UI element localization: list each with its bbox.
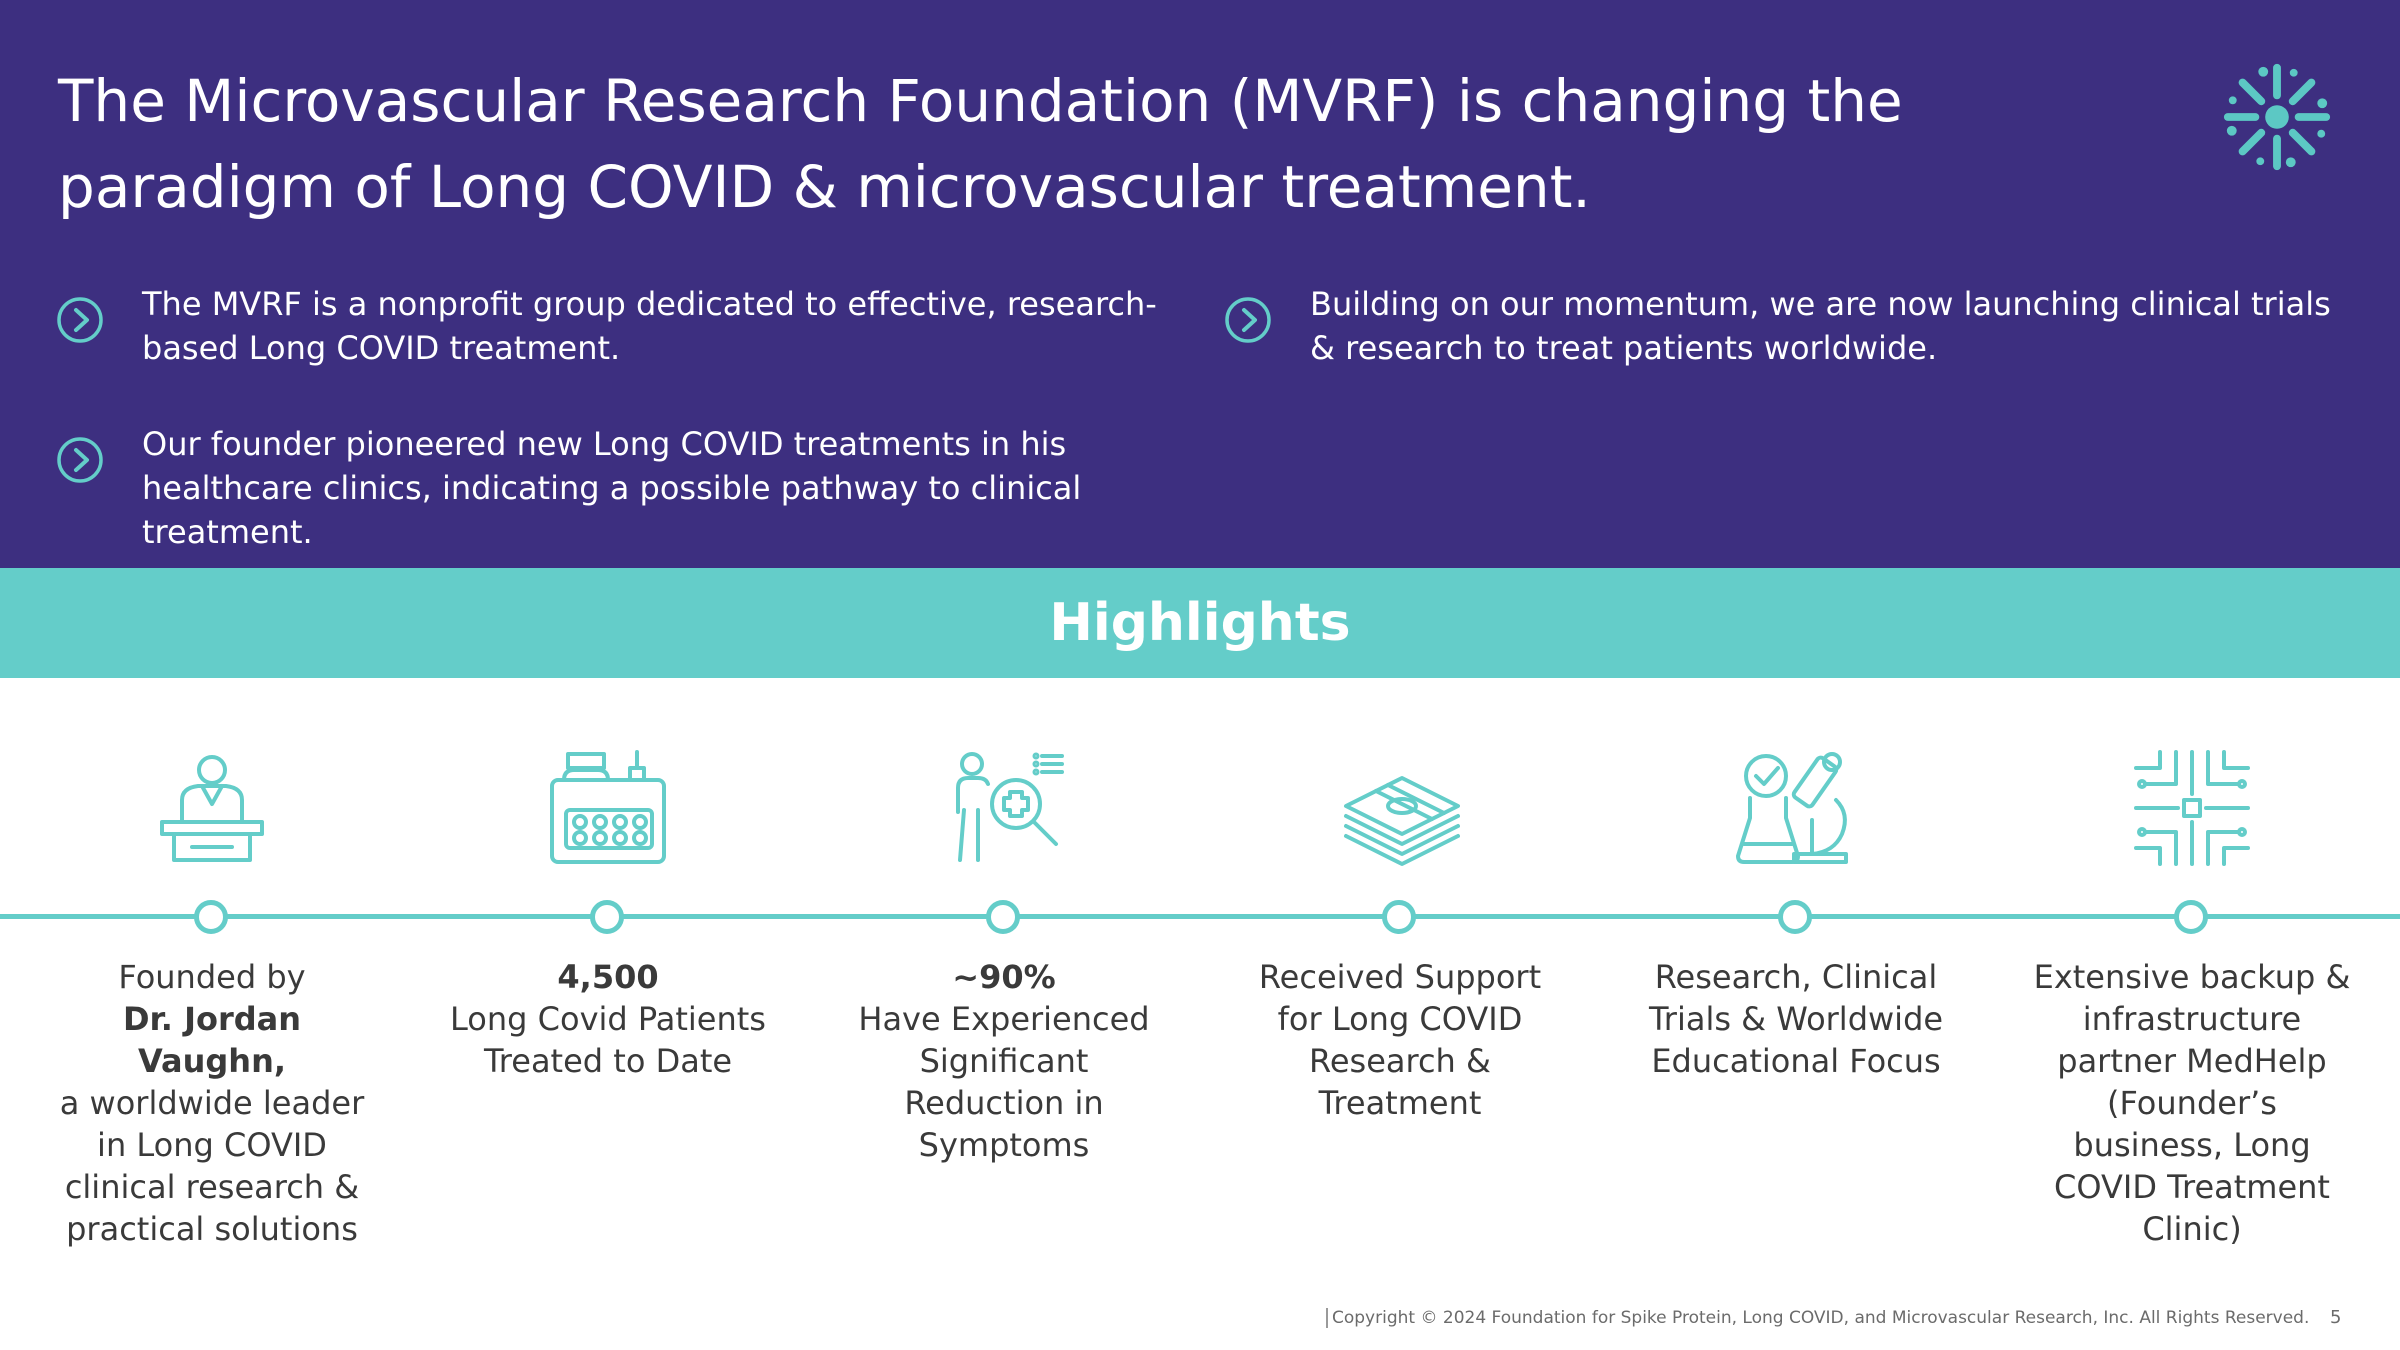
header-panel: The Microvascular Research Foundation (M…	[0, 0, 2400, 568]
doctor-at-desk-icon	[160, 755, 264, 862]
bullet-text: The MVRF is a nonprofit group dedicated …	[142, 285, 1157, 367]
money-stack-icon	[1344, 776, 1460, 866]
medicine-bottle-icon	[550, 750, 666, 864]
highlight-text: Research, Clinical Trials & Worldwide Ed…	[1636, 956, 1956, 1082]
bullet-item: The MVRF is a nonprofit group dedicated …	[56, 282, 1186, 370]
highlight-text: ~90% Have Experienced Significant Reduct…	[844, 956, 1164, 1166]
highlights-band: Highlights	[0, 568, 2400, 678]
footer-divider	[1326, 1308, 1328, 1328]
highlight-text: Extensive backup & infrastructure partne…	[2032, 956, 2352, 1250]
timeline-dot	[1382, 900, 1416, 934]
highlight-text: 4,500 Long Covid Patients Treated to Dat…	[448, 956, 768, 1082]
chevron-right-circle-icon	[57, 297, 103, 343]
highlight-line: Extensive backup & infrastructure partne…	[2033, 958, 2351, 1248]
highlight-line: Received Support for Long COVID Research…	[1258, 958, 1542, 1122]
mvrf-logo-icon	[2223, 63, 2331, 171]
timeline-dot	[2174, 900, 2208, 934]
infrastructure-circuit-icon	[2134, 750, 2250, 866]
timeline-line	[0, 914, 2400, 919]
page-number: 5	[2330, 1307, 2342, 1328]
timeline-dot	[1778, 900, 1812, 934]
reduction-percent: ~90%	[952, 958, 1056, 996]
highlight-line: Long Covid Patients Treated to Date	[450, 1000, 766, 1080]
founder-name: Dr. Jordan Vaughn,	[122, 1000, 302, 1080]
microscope-research-icon	[1736, 752, 1848, 864]
timeline-dot	[986, 900, 1020, 934]
highlight-line: Founded by	[118, 958, 306, 996]
patients-count: 4,500	[557, 958, 659, 996]
bullet-text: Our founder pioneered new Long COVID tre…	[142, 425, 1082, 551]
health-inspection-icon	[956, 752, 1064, 862]
chevron-right-circle-icon	[1225, 297, 1271, 343]
highlight-line: Research, Clinical Trials & Worldwide Ed…	[1648, 958, 1944, 1080]
bullet-item: Our founder pioneered new Long COVID tre…	[56, 422, 1186, 554]
bullet-item: Building on our momentum, we are now lau…	[1224, 282, 2344, 370]
chevron-right-circle-icon	[57, 437, 103, 483]
highlight-text: Received Support for Long COVID Research…	[1240, 956, 1560, 1124]
timeline-dot	[194, 900, 228, 934]
copyright-footer: Copyright © 2024 Foundation for Spike Pr…	[1326, 1306, 2309, 1330]
highlight-line: a worldwide leader in Long COVID clinica…	[59, 1084, 365, 1248]
copyright-text: Copyright © 2024 Foundation for Spike Pr…	[1332, 1308, 2310, 1328]
highlight-line: Have Experienced Significant Reduction i…	[858, 1000, 1150, 1164]
timeline-dot	[590, 900, 624, 934]
highlight-text: Founded by Dr. Jordan Vaughn, a worldwid…	[52, 956, 372, 1250]
highlights-title: Highlights	[1049, 593, 1351, 653]
bullet-text: Building on our momentum, we are now lau…	[1310, 285, 2331, 367]
slide-title: The Microvascular Research Foundation (M…	[58, 67, 1903, 221]
